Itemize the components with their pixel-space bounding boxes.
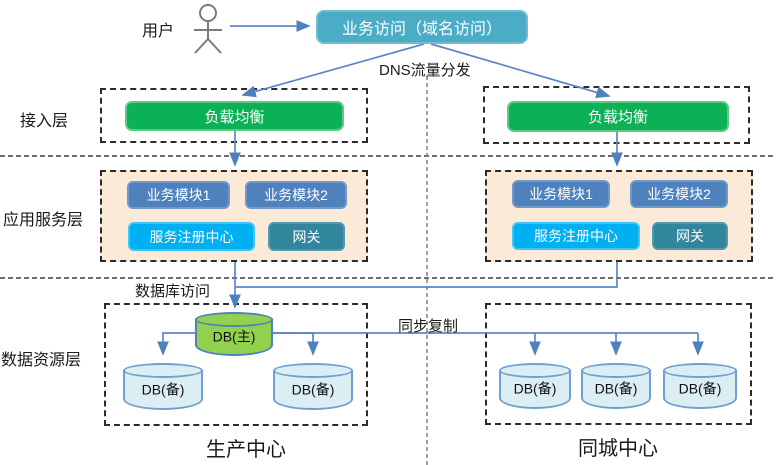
user-label: 用户 — [142, 23, 175, 40]
production-center-label: 生产中心 — [206, 439, 286, 461]
module2-same-city: 业务模块2 — [630, 180, 728, 208]
dns-annotation: DNS流量分发 — [379, 62, 471, 79]
database-backup-icon: DB(备) — [123, 363, 203, 410]
user-icon — [194, 4, 222, 54]
layer-label-access: 接入层 — [20, 113, 69, 130]
db-backup-label: DB(备) — [594, 380, 638, 397]
db-backup-label: DB(备) — [291, 380, 335, 397]
db-backup-label: DB(备) — [513, 380, 557, 397]
gateway-production: 网关 — [268, 222, 345, 251]
module1-production: 业务模块1 — [127, 181, 230, 209]
registry-production: 服务注册中心 — [128, 222, 255, 251]
load-balancer-production: 负载均衡 — [125, 101, 344, 131]
access-zone-production — [100, 88, 368, 143]
database-backup-icon: DB(备) — [581, 363, 651, 409]
registry-same-city: 服务注册中心 — [512, 222, 640, 250]
entry-box: 业务访问（域名访问） — [316, 10, 528, 44]
data-zone-same-city — [485, 303, 752, 425]
load-balancer-same-city: 负载均衡 — [507, 101, 729, 132]
db-access-annotation: 数据库访问 — [135, 283, 211, 300]
sync-annotation: 同步复制 — [398, 318, 459, 335]
db-backup-label: DB(备) — [678, 380, 722, 397]
module2-production: 业务模块2 — [245, 181, 347, 209]
gateway-same-city: 网关 — [652, 222, 728, 250]
module1-same-city: 业务模块1 — [512, 180, 610, 208]
db-primary-label: DB(主) — [212, 328, 256, 345]
line-right-app-to-db — [236, 262, 618, 288]
layer-label-data: 数据资源层 — [1, 352, 82, 369]
same-city-center-label: 同城中心 — [578, 438, 658, 460]
database-backup-icon: DB(备) — [499, 363, 571, 409]
database-backup-icon: DB(备) — [273, 363, 353, 410]
layer-label-app: 应用服务层 — [3, 212, 84, 229]
database-primary-icon: DB(主) — [195, 312, 273, 356]
db-backup-label: DB(备) — [141, 380, 185, 397]
database-backup-icon: DB(备) — [663, 363, 737, 409]
